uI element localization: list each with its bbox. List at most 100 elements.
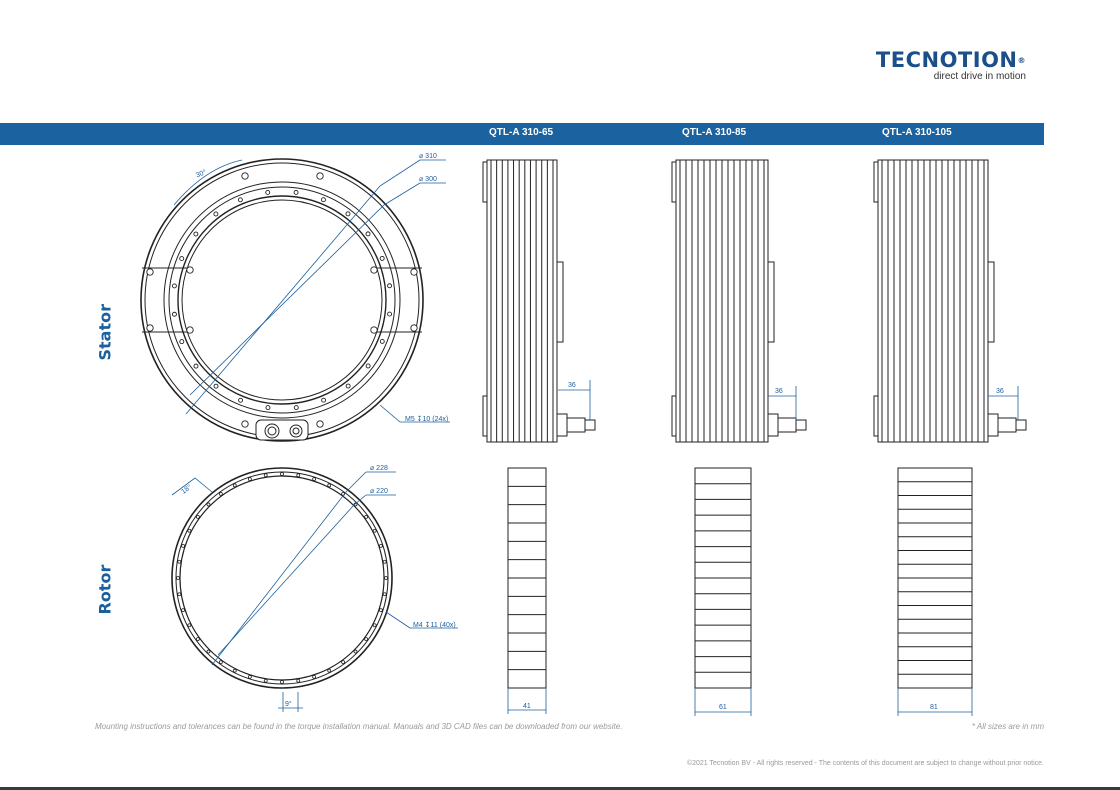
stator-bolt-hole [293,405,299,411]
rotor-front-view [171,467,393,689]
stator-inner-diameter-label: ⌀ 300 [419,176,437,183]
stator-bolt-hole [193,363,199,369]
mounting-note: Mounting instructions and tolerances can… [95,722,623,731]
rotor-bolt-hole [232,668,237,673]
rotor-width-label-41: 41 [523,703,531,710]
stator-bolt-hole [321,397,327,403]
stator-bolt-hole [237,197,243,203]
stator-bolt-hole [387,311,393,317]
stator-mount-hole [186,326,194,334]
stator-width-label-105: 36 [996,388,1004,395]
stator-bolt-hole [193,231,199,237]
rotor-bolt-hole [341,660,346,665]
rotor-bolt-holes [176,472,388,684]
page-bottom-border [0,787,1120,790]
rotor-width-label-61: 61 [719,704,727,711]
stator-side-view [671,159,807,443]
stator-bolt-holes [146,172,418,428]
rotor-bolt-hole [218,660,223,665]
rotor-outer-diameter-label: ⌀ 228 [370,465,388,472]
copyright: ©2021 Tecnotion BV - All rights reserved… [686,760,1044,767]
column-title-105: QTL-A 310-105 [882,127,952,138]
stator-angle-label: 30° [195,168,208,179]
rotor-bolt-hole [382,559,387,564]
stator-side-view [482,159,596,443]
rotor-bolt-hole [247,675,252,679]
rotor-side-view [507,467,547,689]
rotor-bolt-hole [280,472,284,476]
stator-bolt-hole [320,197,326,203]
rotor-bolt-hole [187,623,192,628]
stator-bolt-hole [345,211,351,217]
stator-mount-hole [316,172,324,180]
stator-front-view [140,158,424,442]
rotor-bolt-hole [384,576,388,580]
rotor-bolt-hole [195,637,200,642]
rotor-bolt-hole [181,543,185,548]
rotor-bolt-hole [382,592,387,597]
rotor-hole-label: M4 ↧11 (40x) [413,621,456,629]
tecnotion-logo: TECNOTION® direct drive in motion [876,50,1026,83]
stator-width-dims [558,380,1019,420]
column-title-65: QTL-A 310-65 [489,127,554,138]
rotor-bolt-hole [312,675,317,679]
rotor-bolt-hole [187,528,192,533]
rotor-bolt-hole [379,543,383,548]
stator-bolt-hole [379,255,385,261]
stator-width-label-85: 36 [775,388,783,395]
stator-bolt-hole [179,339,185,345]
rotor-bolt-hole [379,608,383,613]
rotor-bolt-hole [181,608,185,613]
stator-bolt-hole [345,383,351,389]
stator-bolt-hole [387,283,393,289]
stator-side-view [873,159,1027,443]
rotor-bolt-hole [364,514,369,519]
rotor-bolt-hole [232,483,237,488]
rotor-bolt-hole [206,502,211,507]
stator-bolt-hole [213,383,219,389]
rotor-width-dims [507,688,973,716]
stator-mount-hole [241,172,249,180]
rotor-inner-diameter-label: ⌀ 220 [370,488,388,495]
stator-mount-hole [410,324,418,332]
rotor-bolt-hole [176,576,180,580]
stator-bolt-hole [213,211,219,217]
rotor-bolt-hole [177,592,182,597]
stator-bolt-hole [293,189,299,195]
stator-bolt-hole [265,189,271,195]
rotor-side-view [897,467,973,689]
rotor-bolt-hole [218,491,223,496]
logo-brand: TECNOTION® [875,48,1026,72]
rotor-dimensions [171,471,458,712]
stator-mount-hole [370,326,378,334]
stator-mount-hole [241,420,249,428]
rotor-bolt-hole [372,623,377,628]
stator-bolt-hole [265,405,271,411]
stator-width-label-65: 36 [568,382,576,389]
stator-bolt-hole [238,397,244,403]
stator-bolt-hole [379,338,385,344]
rotor-bolt-hole [206,649,211,654]
rotor-bolt-hole [327,668,332,673]
rotor-angle-label: 18° [180,483,193,496]
rotor-bolt-hole [327,483,332,488]
rotor-bolt-hole [312,477,317,481]
rotor-bolt-hole [280,680,284,684]
stator-mount-hole [146,268,154,276]
rotor-bolt-hole [263,473,268,478]
stator-dimensions [173,159,450,423]
column-title-85: QTL-A 310-85 [682,127,747,138]
rotor-bolt-hole [372,528,377,533]
units-note: * All sizes are in mm [971,722,1044,731]
rotor-angle2-label: 9° [285,700,292,708]
stator-bolt-hole [171,283,177,289]
rotor-width-label-81: 81 [930,704,938,711]
rotor-bolt-hole [353,649,358,654]
rotor-side-view [694,467,752,689]
stator-mount-hole [410,268,418,276]
stator-mount-hole [146,324,154,332]
rotor-bolt-hole [247,477,252,481]
stator-bolt-hole [365,363,371,369]
stator-mount-hole [370,266,378,274]
